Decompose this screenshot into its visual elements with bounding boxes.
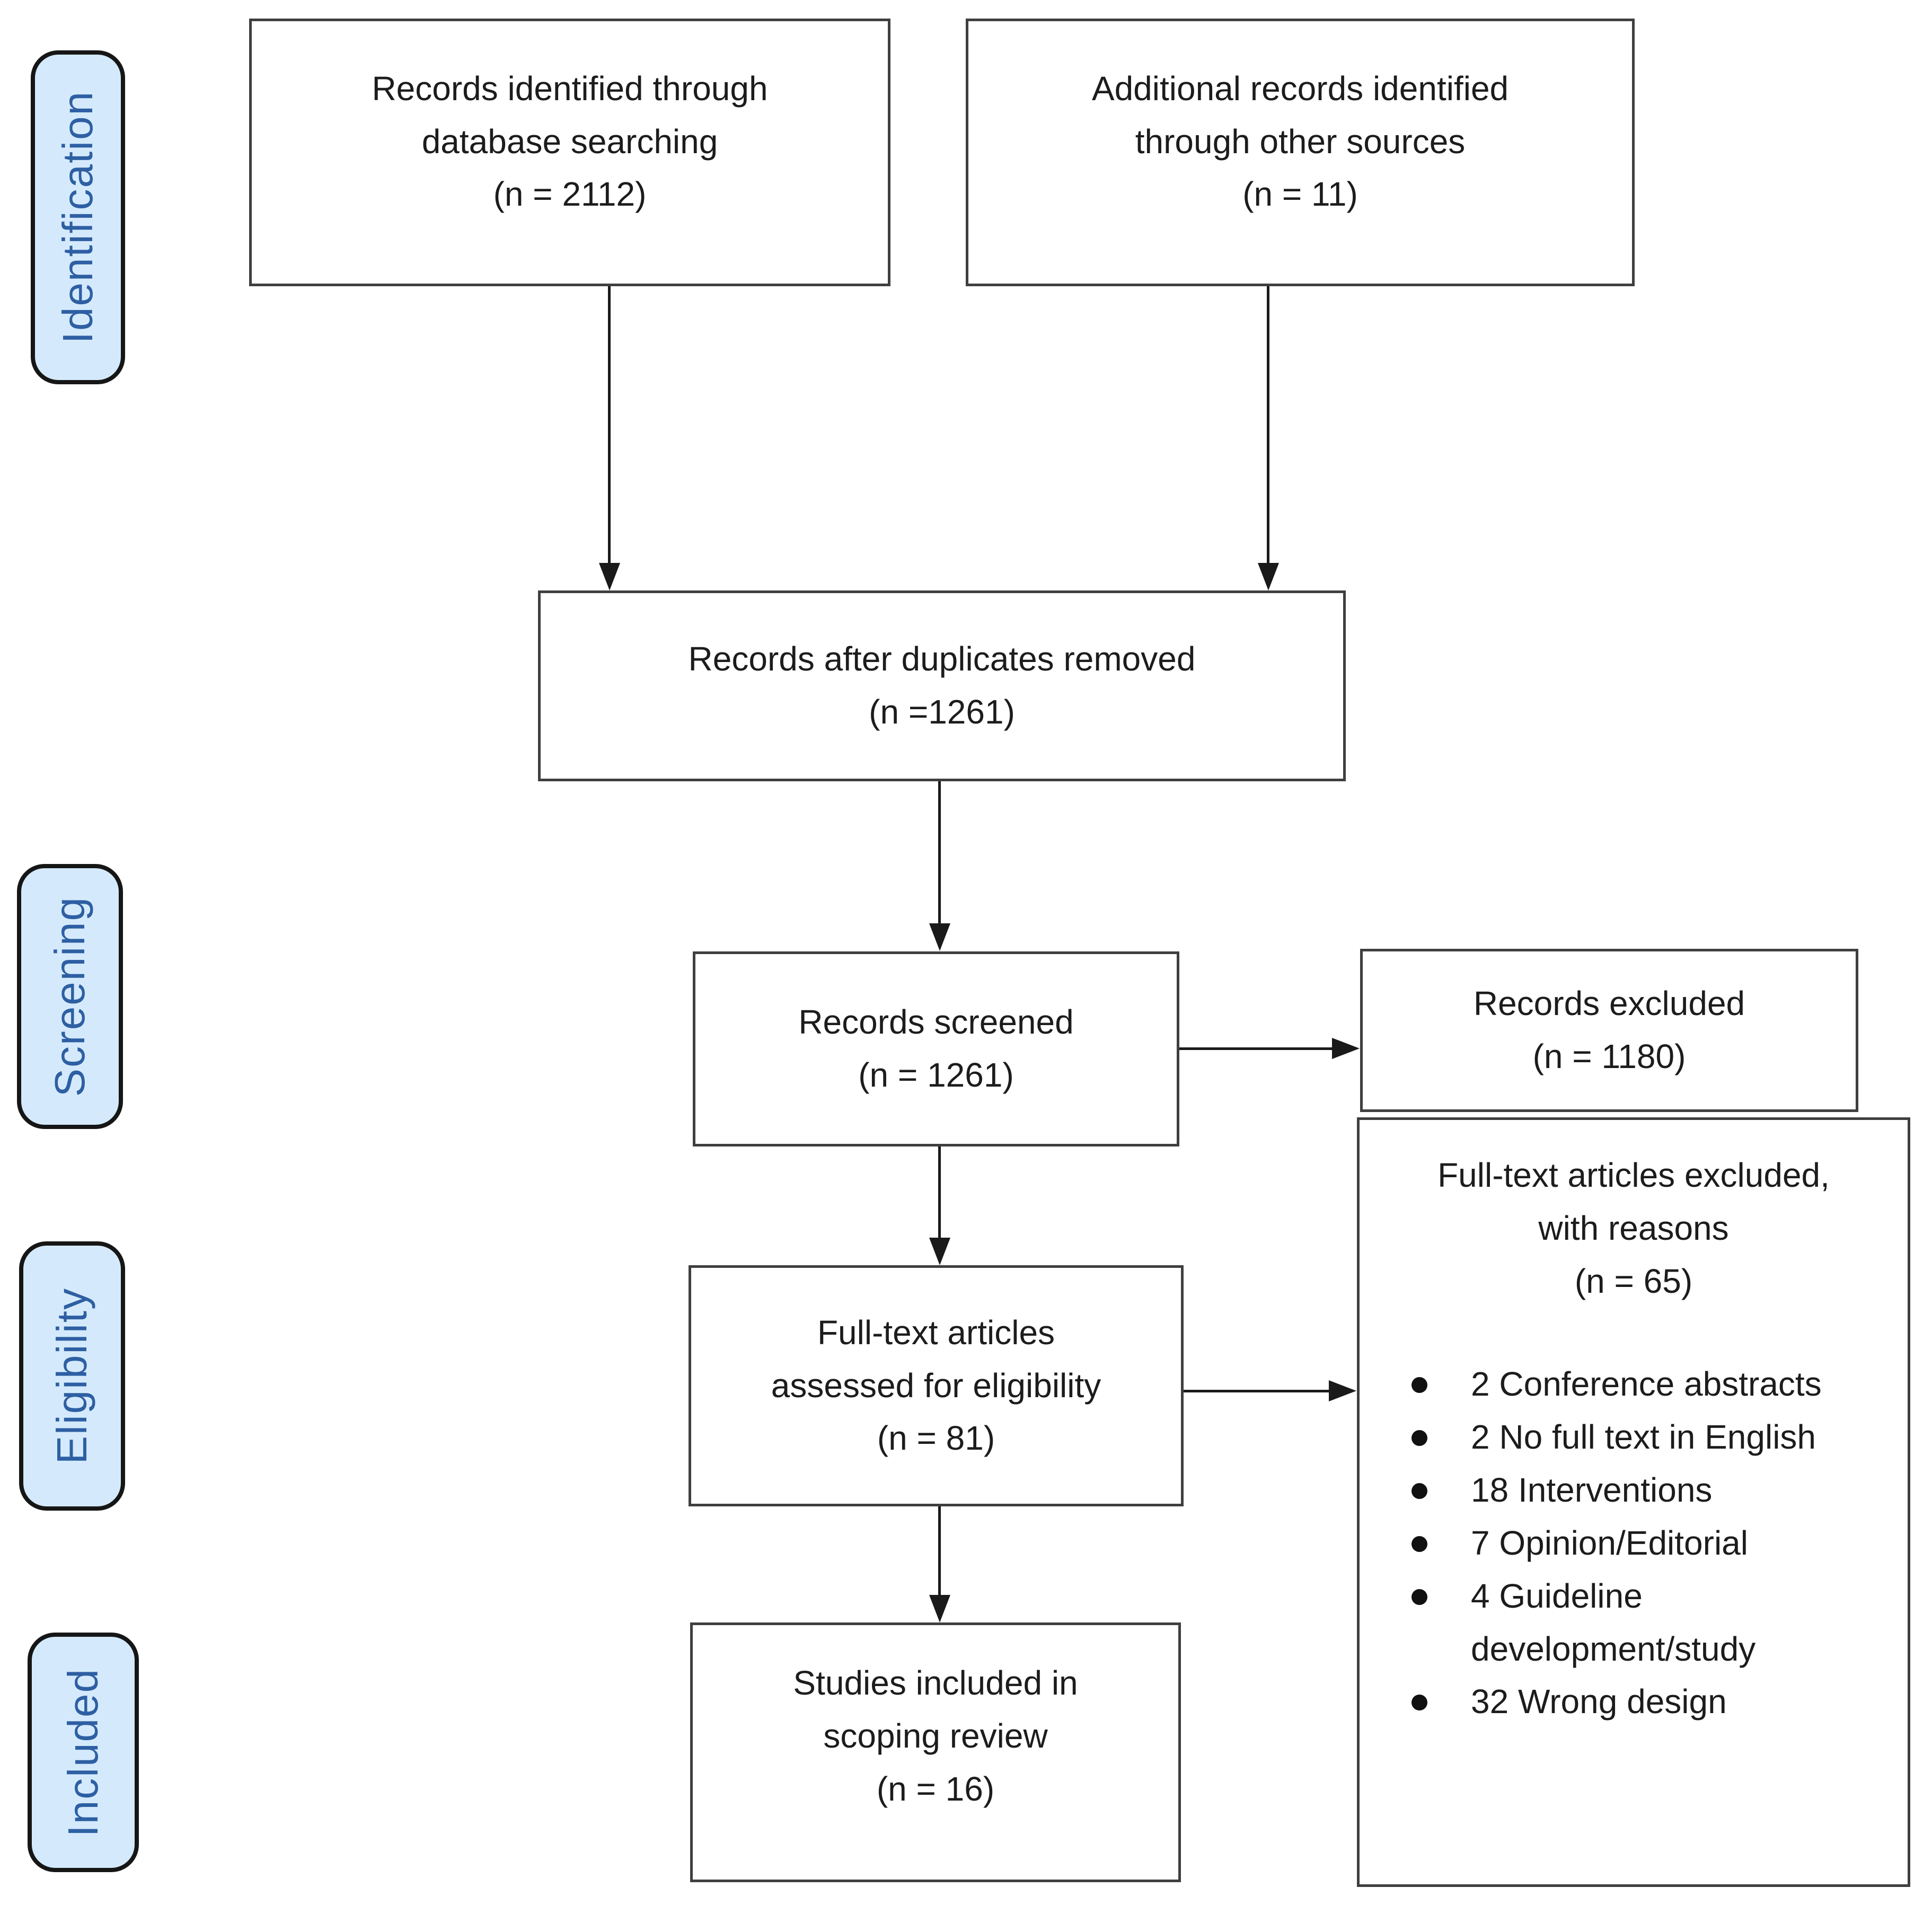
box-records-screened-text: Records screened (n = 1261) (798, 1003, 1074, 1094)
exclusion-reason-item: 4 Guideline development/study (1411, 1570, 1886, 1676)
exclusion-reason-list: 2 Conference abstracts 2 No full text in… (1360, 1358, 1908, 1728)
exclusion-reason-item: 7 Opinion/Editorial (1411, 1517, 1886, 1570)
arrow-screened-to-excluded-line (1179, 1047, 1334, 1050)
arrow-assessed-to-included-line (938, 1506, 941, 1598)
arrow-screened-to-assessed-line (938, 1146, 941, 1240)
stage-label-included: Included (28, 1633, 139, 1872)
box-records-screened: Records screened (n = 1261) (693, 951, 1179, 1146)
exclusion-reason-item: 2 Conference abstracts (1411, 1358, 1886, 1411)
stage-label-eligibility: Eligibility (19, 1241, 125, 1511)
panel-fulltext-excluded-title: Full-text articles excluded, with reason… (1437, 1156, 1830, 1300)
exclusion-reason-item: 2 No full text in English (1411, 1411, 1886, 1464)
box-duplicates-removed-text: Records after duplicates removed (n =126… (688, 640, 1196, 731)
arrow-additional-to-duplicates-head-icon (1258, 563, 1279, 590)
arrow-screened-to-excluded-head-icon (1332, 1038, 1360, 1059)
box-duplicates-removed: Records after duplicates removed (n =126… (538, 590, 1346, 781)
stage-label-eligibility-text: Eligibility (48, 1287, 95, 1465)
arrow-screened-to-assessed-head-icon (929, 1238, 950, 1265)
box-records-excluded: Records excluded (n = 1180) (1360, 949, 1858, 1112)
box-records-identified: Records identified through database sear… (249, 19, 890, 286)
stage-label-screening-text: Screening (46, 896, 93, 1097)
box-fulltext-assessed: Full-text articles assessed for eligibil… (689, 1265, 1184, 1506)
exclusion-reason-item: 32 Wrong design (1411, 1675, 1886, 1728)
box-additional-records: Additional records identified through ot… (966, 19, 1635, 286)
arrow-assessed-to-excluded-line (1184, 1390, 1331, 1392)
box-additional-records-text: Additional records identified through ot… (1091, 69, 1509, 214)
panel-fulltext-excluded: Full-text articles excluded, with reason… (1357, 1117, 1910, 1887)
stage-label-included-text: Included (59, 1668, 107, 1837)
arrow-identified-to-duplicates-line (608, 286, 611, 565)
stage-label-screening: Screening (17, 864, 123, 1129)
stage-label-identification: Identification (31, 50, 125, 384)
arrow-duplicates-to-screened-head-icon (929, 923, 950, 951)
box-fulltext-assessed-text: Full-text articles assessed for eligibil… (771, 1313, 1101, 1458)
arrow-assessed-to-excluded-head-icon (1329, 1380, 1356, 1401)
arrow-assessed-to-included-head-icon (929, 1595, 950, 1622)
box-records-identified-text: Records identified through database sear… (372, 69, 768, 214)
arrow-additional-to-duplicates-line (1267, 286, 1269, 565)
arrow-duplicates-to-screened-line (938, 781, 941, 925)
stage-label-identification-text: Identification (54, 91, 101, 344)
box-records-excluded-text: Records excluded (n = 1180) (1473, 984, 1745, 1075)
arrow-identified-to-duplicates-head-icon (599, 563, 620, 590)
exclusion-reason-item: 18 Interventions (1411, 1464, 1886, 1517)
box-studies-included: Studies included in scoping review (n = … (690, 1622, 1181, 1882)
box-studies-included-text: Studies included in scoping review (n = … (793, 1664, 1078, 1808)
